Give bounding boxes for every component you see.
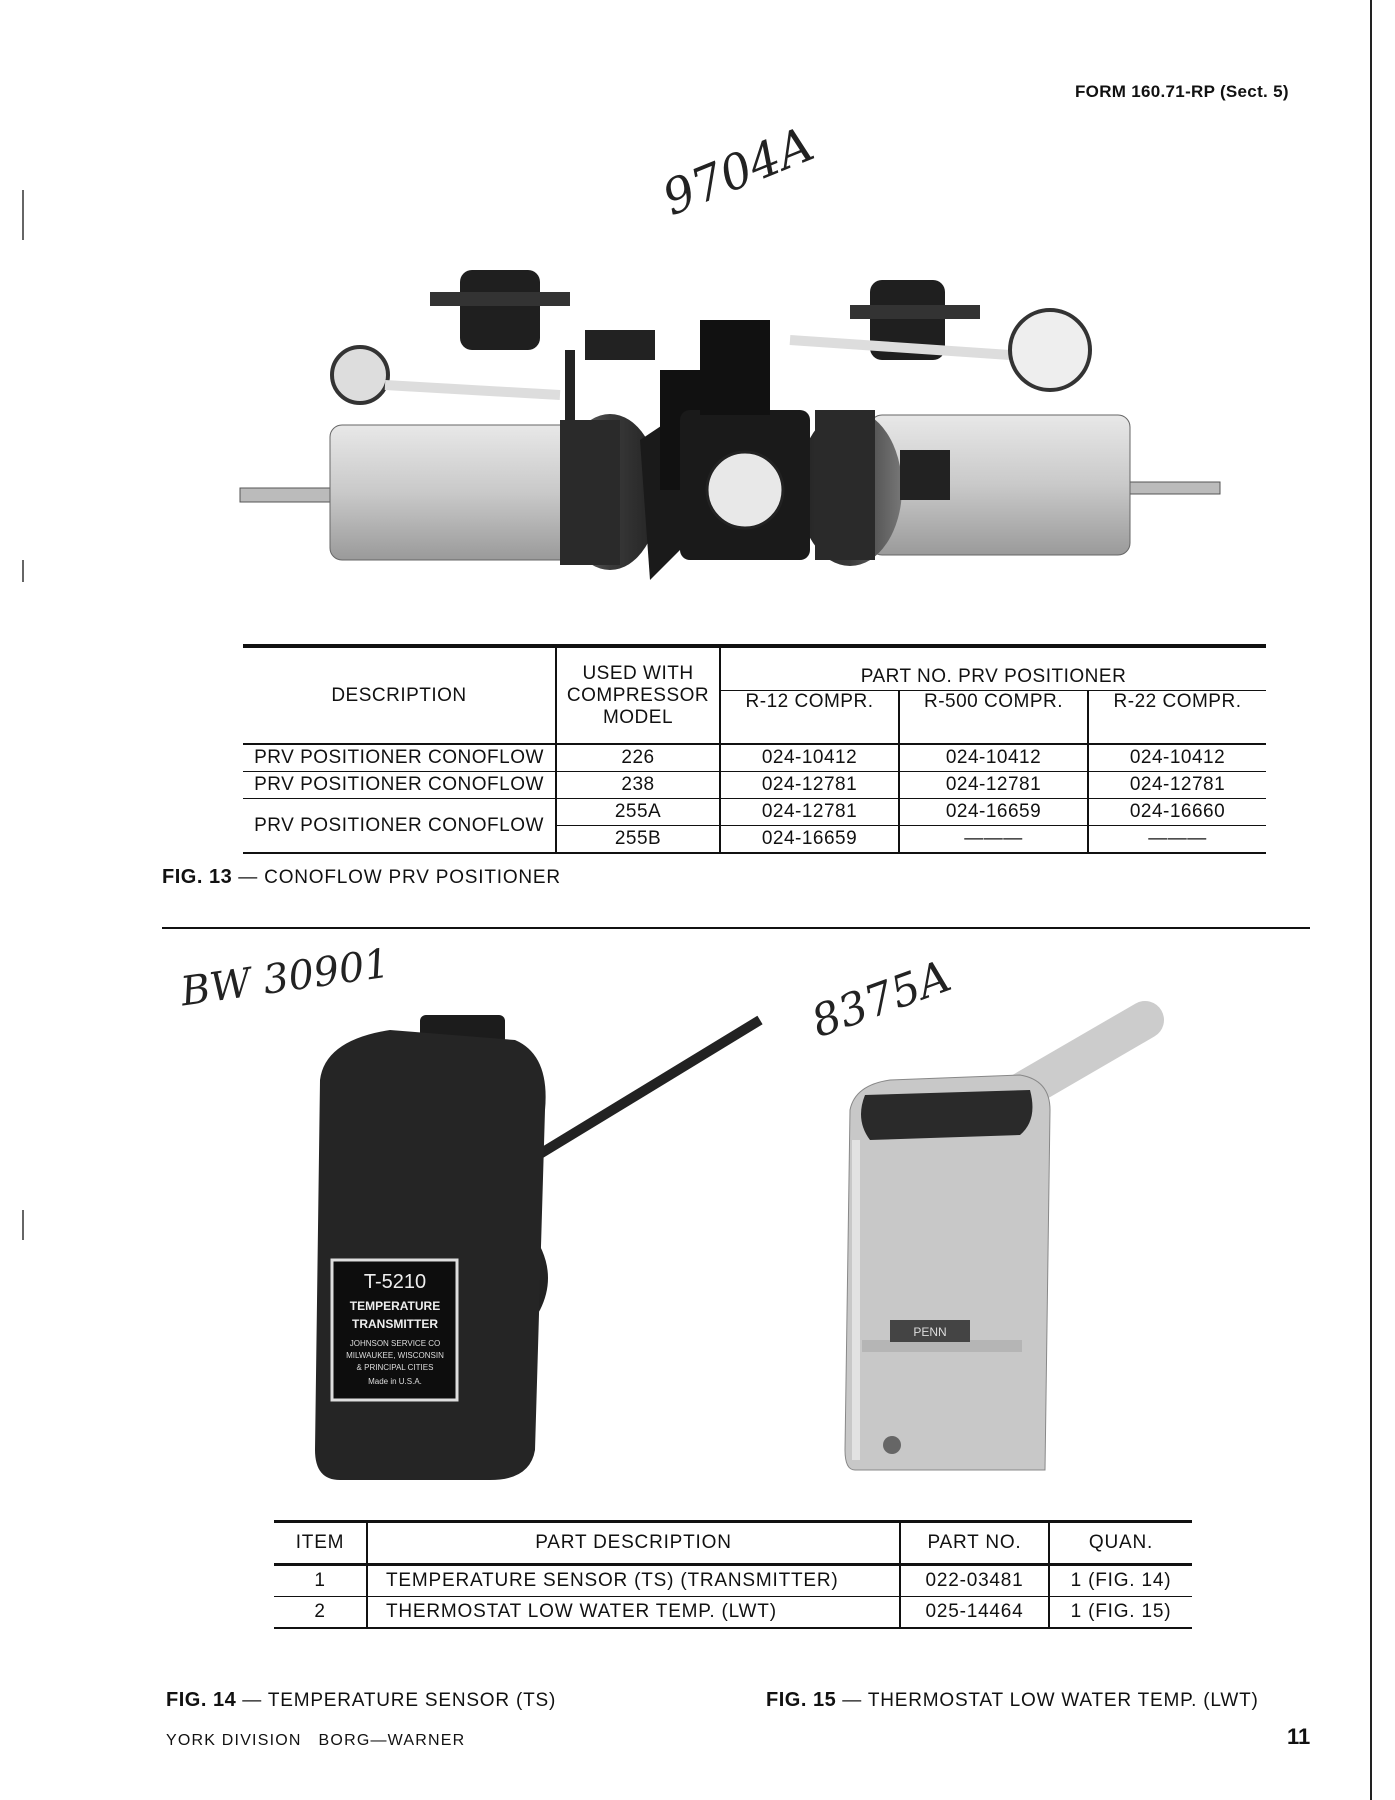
conoflow-prv-positioner-photo (239, 270, 1221, 580)
table-header-row: ITEM PART DESCRIPTION PART NO. QUAN. (274, 1521, 1192, 1565)
table-row: 1 TEMPERATURE SENSOR (TS) (TRANSMITTER) … (274, 1564, 1192, 1597)
label-model: T-5210 (364, 1271, 426, 1293)
label-line: JOHNSON SERVICE CO (350, 1339, 441, 1348)
figure-number: FIG. 13 (162, 866, 233, 888)
table-cell: ——— (899, 825, 1089, 854)
label-line: TRANSMITTER (352, 1317, 438, 1331)
table-cell: 024-16660 (1088, 798, 1266, 826)
table-cell: 024-10412 (1088, 744, 1266, 772)
scan-mark (22, 190, 24, 240)
figure-caption: FIG. 14 — TEMPERATURE SENSOR (TS) (166, 1689, 556, 1712)
table-cell: ——— (1088, 825, 1266, 854)
temperature-sensor-photo: T-5210 TEMPERATURE TRANSMITTER JOHNSON S… (315, 1015, 763, 1480)
table-header-group: PART NO. PRV POSITIONER (720, 644, 1266, 691)
margin-rule (1370, 0, 1372, 1800)
label-line: Made in U.S.A. (368, 1377, 422, 1386)
figure-title: — TEMPERATURE SENSOR (TS) (242, 1690, 557, 1711)
table-cell: 024-12781 (1088, 771, 1266, 799)
label-line: TEMPERATURE (350, 1299, 440, 1313)
table-header: R-12 COMPR. (720, 690, 900, 744)
table-cell: THERMOSTAT LOW WATER TEMP. (LWT) (367, 1596, 901, 1628)
table-cell: 024-16659 (899, 798, 1089, 826)
table-cell: 024-12781 (720, 771, 900, 799)
table-header: PART NO. (900, 1521, 1050, 1565)
table-header: ITEM (274, 1521, 368, 1565)
table-cell: 022-03481 (900, 1564, 1050, 1597)
label-line: & PRINCIPAL CITIES (357, 1363, 434, 1372)
page-number: 11 (1287, 1724, 1311, 1749)
figure-number: FIG. 15 (766, 1689, 837, 1711)
table-cell: 024-12781 (899, 771, 1089, 799)
sensor-thermostat-parts-table: ITEM PART DESCRIPTION PART NO. QUAN. 1 T… (274, 1520, 1192, 1629)
table-cell: 025-14464 (900, 1596, 1050, 1628)
table-cell: 024-16659 (720, 825, 900, 854)
handwritten-code: BW 30901 (177, 940, 393, 1016)
table-cell: 024-10412 (720, 744, 900, 772)
thermostat-lwt-photo: PENN (844, 1001, 1164, 1471)
figure-title: — THERMOSTAT LOW WATER TEMP. (LWT) (842, 1690, 1259, 1711)
table-row: PRV POSITIONER CONOFLOW 255A 024-12781 0… (243, 798, 1266, 854)
scan-mark (22, 560, 24, 582)
handwritten-code: 9704A (655, 116, 822, 227)
table-cell: PRV POSITIONER CONOFLOW (243, 798, 557, 854)
table-cell: 226 (556, 744, 721, 772)
table-cell: PRV POSITIONER CONOFLOW (243, 744, 557, 772)
form-number: FORM 160.71-RP (Sect. 5) (1075, 82, 1289, 101)
scan-mark (22, 1210, 24, 1240)
table-cell: TEMPERATURE SENSOR (TS) (TRANSMITTER) (367, 1564, 901, 1597)
table-row: 2 THERMOSTAT LOW WATER TEMP. (LWT) 025-1… (274, 1596, 1192, 1628)
table-cell: 2 (274, 1596, 368, 1628)
table-row: 255B 024-16659 ——— ——— (243, 825, 1266, 854)
table-header: R-22 COMPR. (1088, 690, 1266, 744)
table-cell: 238 (556, 771, 721, 799)
figure-title: — CONOFLOW PRV POSITIONER (238, 867, 561, 888)
prv-positioner-parts-table: DESCRIPTION USED WITH COMPRESSOR MODEL P… (243, 644, 1266, 854)
figure-caption: FIG. 13 — CONOFLOW PRV POSITIONER (162, 866, 561, 889)
table-cell: 024-12781 (720, 798, 900, 826)
figure-number: FIG. 14 (166, 1689, 237, 1711)
table-cell: 1 (274, 1564, 368, 1597)
table-header: R-500 COMPR. (899, 690, 1089, 744)
table-cell: 255B (556, 825, 721, 854)
figure-caption: FIG. 15 — THERMOSTAT LOW WATER TEMP. (LW… (766, 1689, 1259, 1712)
table-cell: 1 (FIG. 14) (1070, 1570, 1172, 1591)
table-header: QUAN. (1088, 1532, 1154, 1553)
table-header: DESCRIPTION (243, 644, 557, 744)
footer-company: YORK DIVISION BORG—WARNER (166, 1732, 466, 1749)
table-header: PART DESCRIPTION (367, 1521, 901, 1565)
label-brand: PENN (913, 1325, 946, 1339)
table-cell: PRV POSITIONER CONOFLOW (243, 771, 557, 799)
table-row: PRV POSITIONER CONOFLOW 226 024-10412 02… (243, 744, 1266, 772)
table-cell: 1 (FIG. 15) (1070, 1601, 1172, 1622)
table-cell: 024-10412 (899, 744, 1089, 772)
label-line: MILWAUKEE, WISCONSIN (346, 1351, 444, 1360)
table-cell: 255A (556, 798, 721, 826)
table-header: USED WITH COMPRESSOR MODEL (556, 644, 721, 744)
section-divider (162, 927, 1310, 929)
table-row: PRV POSITIONER CONOFLOW 238 024-12781 02… (243, 771, 1266, 799)
